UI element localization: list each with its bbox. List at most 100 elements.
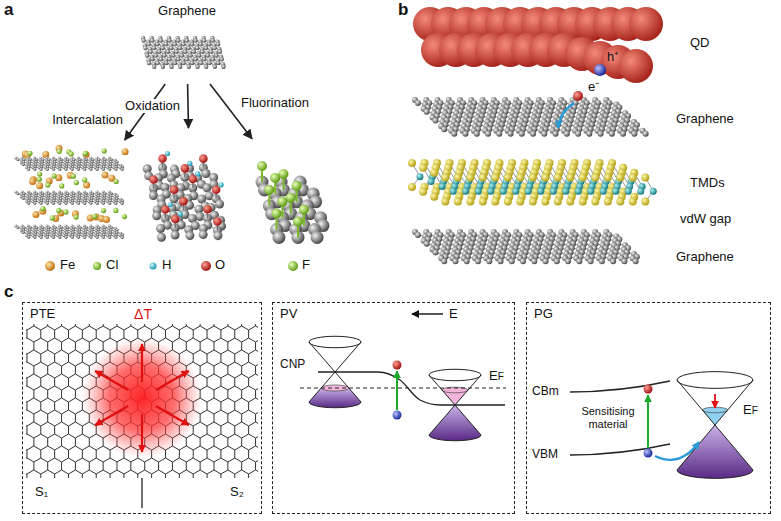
iron-atom xyxy=(32,211,39,218)
hydrogen-atom xyxy=(187,161,192,166)
carbon-atom xyxy=(64,236,67,239)
carbon-atom xyxy=(173,61,177,65)
carbon-atom xyxy=(22,231,25,234)
chlorine-atom xyxy=(74,180,79,185)
carbon-atom xyxy=(143,46,147,50)
carbon-atom xyxy=(145,53,149,57)
carbon-atom xyxy=(108,236,111,239)
carbon-atom xyxy=(33,236,36,239)
carbon-atom xyxy=(174,50,178,54)
carbon-atom xyxy=(272,231,285,244)
carbon-atom xyxy=(216,61,220,65)
carbon-atom xyxy=(164,42,168,46)
oxygen-atom xyxy=(158,154,167,163)
carbon-atom xyxy=(96,202,99,205)
carbon-atom xyxy=(121,202,124,205)
carbon-atom xyxy=(71,236,74,239)
carbon-atom xyxy=(202,183,211,192)
carbon-atom xyxy=(83,236,86,239)
carbon-atom xyxy=(114,202,117,205)
carbon-atom xyxy=(161,65,165,69)
chlorine-atom xyxy=(73,214,78,219)
iron-atom xyxy=(103,216,110,223)
carbon-atom xyxy=(216,42,220,46)
carbon-atom xyxy=(64,202,67,205)
carbon-atom xyxy=(211,57,215,61)
chlorine-atom xyxy=(92,214,97,219)
carbon-atom xyxy=(16,158,19,161)
chlorine-atom xyxy=(51,173,56,178)
carbon-atom xyxy=(194,57,198,61)
carbon-atom xyxy=(148,50,152,54)
chlorine-atom xyxy=(57,149,62,154)
hydrogen-atom xyxy=(168,202,173,207)
chlorine-atom xyxy=(102,148,107,153)
oxygen-atom xyxy=(189,175,198,184)
chlorine-atom xyxy=(82,177,87,182)
carbon-atom xyxy=(171,230,180,239)
carbon-atom xyxy=(157,50,161,54)
carbon-atom xyxy=(52,168,55,171)
chlorine-atom xyxy=(122,214,127,219)
carbon-atom xyxy=(102,168,105,171)
iron-atom xyxy=(122,148,129,155)
carbon-atom xyxy=(206,53,210,57)
carbon-atom xyxy=(152,65,156,69)
carbon-atom xyxy=(71,202,74,205)
carbon-atom xyxy=(183,50,187,54)
carbon-atom xyxy=(199,42,203,46)
carbon-atom xyxy=(166,50,170,54)
fluorine-atom xyxy=(277,197,287,207)
carbon-atom xyxy=(213,231,222,240)
carbon-atom xyxy=(213,65,217,69)
fluorine-atom xyxy=(264,185,274,195)
iron-atom xyxy=(102,172,109,179)
carbon-atom xyxy=(156,224,165,233)
carbon-atom xyxy=(209,50,213,54)
carbon-atom xyxy=(207,61,211,65)
graphene-lattice xyxy=(256,176,330,244)
oxygen-atom xyxy=(179,197,188,206)
carbon-atom xyxy=(150,38,154,42)
carbon-atom xyxy=(181,42,185,46)
carbon-atom xyxy=(188,53,192,57)
fluorine-atom xyxy=(257,161,267,171)
carbon-atom xyxy=(33,202,36,205)
fluorine-atom xyxy=(299,205,309,215)
carbon-atom xyxy=(169,65,173,69)
graphene-lattice xyxy=(14,156,124,171)
chlorine-atom xyxy=(37,177,42,182)
carbon-atom xyxy=(114,236,117,239)
carbon-atom xyxy=(201,169,210,178)
carbon-atom xyxy=(220,57,224,61)
iron-atom xyxy=(83,182,90,189)
carbon-atom xyxy=(147,61,151,65)
chlorine-atom xyxy=(45,182,50,187)
graphene-lattice xyxy=(412,97,649,137)
graphene-lattice xyxy=(14,224,124,239)
carbon-atom xyxy=(64,168,67,171)
carbon-atom xyxy=(311,231,324,244)
carbon-atom xyxy=(171,53,175,57)
carbon-atom xyxy=(33,168,36,171)
chlorine-atom xyxy=(27,151,32,156)
fluorine-atom xyxy=(272,209,282,219)
carbon-atom xyxy=(202,57,206,61)
carbon-atom xyxy=(71,168,74,171)
carbon-atom xyxy=(204,46,208,50)
carbon-atom xyxy=(178,65,182,69)
carbon-atom xyxy=(199,61,203,65)
carbon-atom xyxy=(168,57,172,61)
carbon-atom xyxy=(195,212,204,221)
carbon-atom xyxy=(176,38,180,42)
carbon-atom xyxy=(52,202,55,205)
carbon-atom xyxy=(176,57,180,61)
chlorine-atom xyxy=(50,215,55,220)
graphene-lattice xyxy=(141,36,226,69)
carbon-atom xyxy=(215,200,224,209)
carbon-atom xyxy=(181,61,185,65)
carbon-atom xyxy=(221,65,225,69)
carbon-atom xyxy=(16,226,19,229)
carbon-atom xyxy=(187,46,191,50)
legend-atom xyxy=(45,261,55,271)
